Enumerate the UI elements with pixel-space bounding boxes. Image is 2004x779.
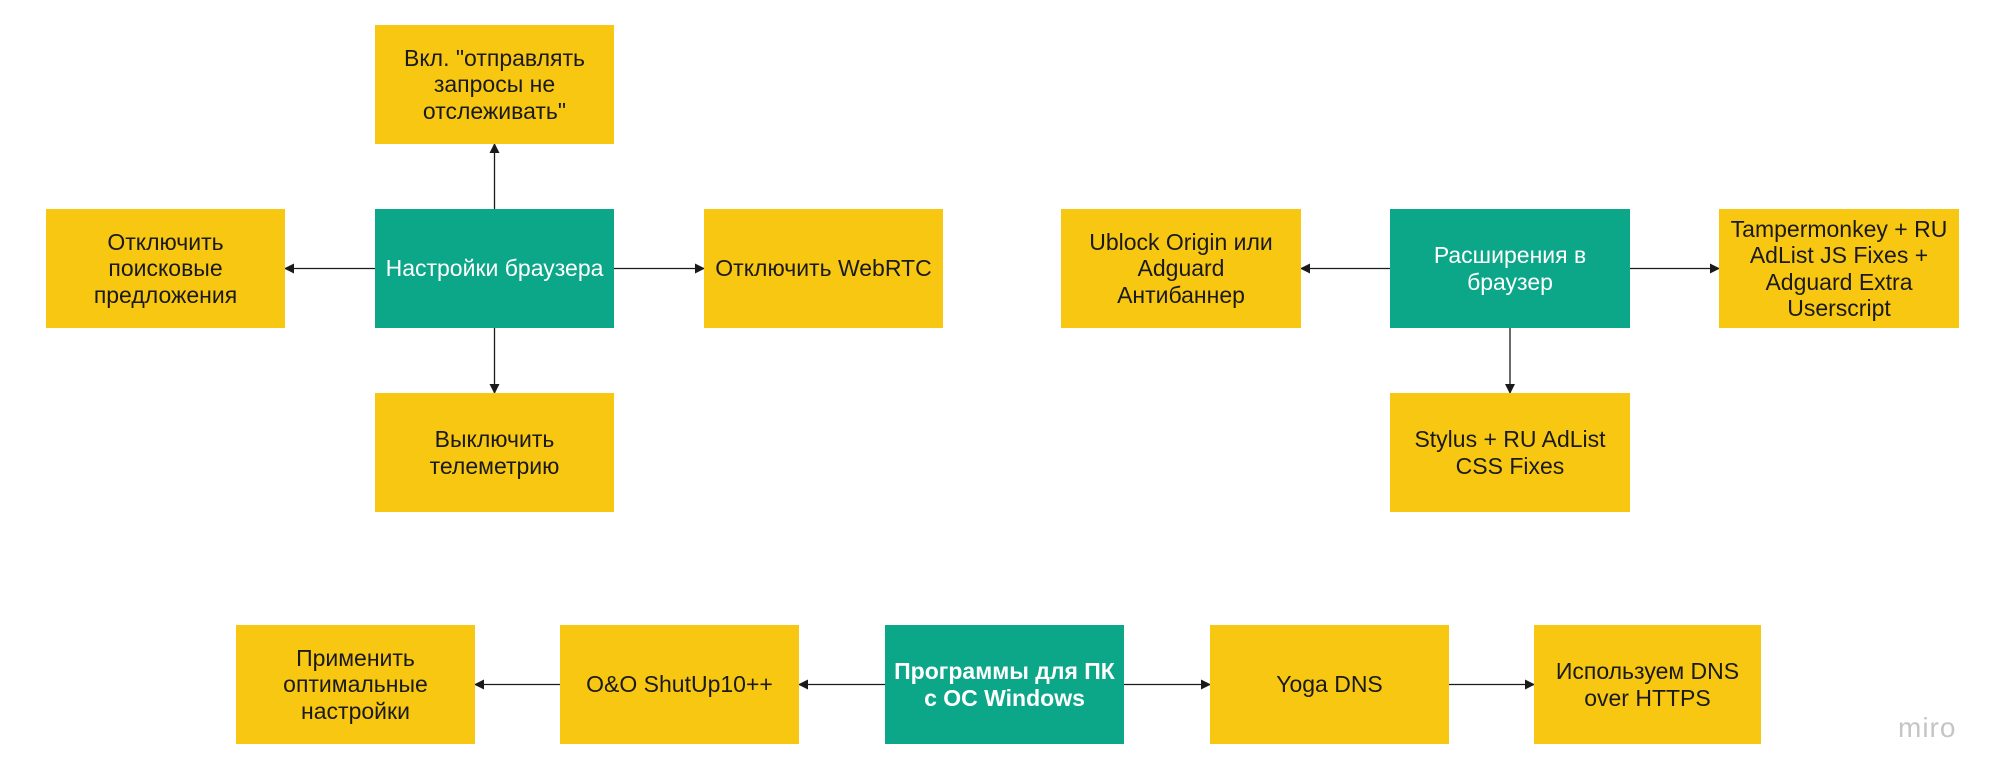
node-yoga-dns[interactable]: Yoga DNS: [1210, 625, 1449, 744]
node-disable-telemetry-label: Выключить телеметрию: [429, 426, 560, 479]
node-disable-telemetry[interactable]: Выключить телеметрию: [375, 393, 614, 512]
node-disable-suggestions[interactable]: Отключить поисковые предложения: [46, 209, 285, 328]
node-do-not-track[interactable]: Вкл. "отправлять запросы не отслеживать": [375, 25, 614, 144]
node-stylus[interactable]: Stylus + RU AdList CSS Fixes: [1390, 393, 1630, 512]
node-dns-https[interactable]: Используем DNS over HTTPS: [1534, 625, 1761, 744]
node-windows-programs-label: Программы для ПК с ОС Windows: [894, 658, 1115, 711]
node-optimal-settings-label: Применить оптимальные настройки: [283, 644, 428, 724]
node-tampermonkey[interactable]: Tampermonkey + RU AdList JS Fixes + Adgu…: [1719, 209, 1959, 328]
node-stylus-label: Stylus + RU AdList CSS Fixes: [1414, 426, 1606, 479]
node-browser-settings[interactable]: Настройки браузера: [375, 209, 614, 328]
node-optimal-settings[interactable]: Применить оптимальные настройки: [236, 625, 475, 744]
node-browser-extensions[interactable]: Расширения в браузер: [1390, 209, 1630, 328]
node-do-not-track-label: Вкл. "отправлять запросы не отслеживать": [404, 44, 585, 124]
node-tampermonkey-label: Tampermonkey + RU AdList JS Fixes + Adgu…: [1730, 215, 1948, 321]
node-shutup[interactable]: O&O ShutUp10++: [560, 625, 799, 744]
miro-watermark: miro: [1898, 712, 1957, 743]
node-shutup-label: O&O ShutUp10++: [586, 671, 773, 698]
node-browser-settings-label: Настройки браузера: [385, 255, 604, 282]
node-browser-extensions-label: Расширения в браузер: [1433, 242, 1587, 295]
node-disable-suggestions-label: Отключить поисковые предложения: [93, 228, 238, 308]
node-ublock[interactable]: Ublock Origin или Adguard Антибаннер: [1061, 209, 1301, 328]
node-yoga-dns-label: Yoga DNS: [1276, 671, 1383, 698]
node-windows-programs[interactable]: Программы для ПК с ОС Windows: [885, 625, 1124, 744]
node-disable-webrtc-label: Отключить WebRTC: [715, 255, 932, 282]
node-dns-https-label: Используем DNS over HTTPS: [1555, 658, 1740, 711]
node-ublock-label: Ublock Origin или Adguard Антибаннер: [1089, 228, 1273, 308]
node-disable-webrtc[interactable]: Отключить WebRTC: [704, 209, 943, 328]
